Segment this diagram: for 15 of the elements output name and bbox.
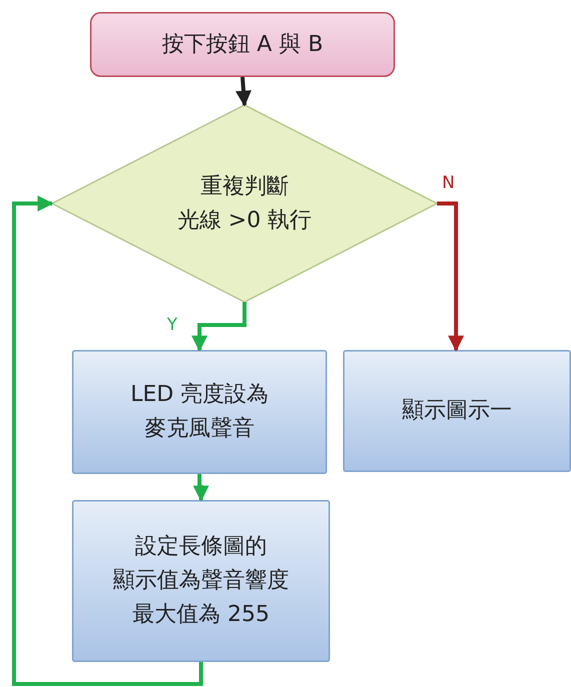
arrow	[236, 76, 252, 107]
arrow	[192, 302, 246, 352]
arrow	[12, 196, 203, 686]
node-text: LED 亮度設為麥克風聲音	[130, 381, 269, 443]
node-text: 按下按鈕 A 與 B	[162, 30, 324, 58]
node-text: 顯示圖示一	[402, 397, 512, 425]
arrow	[437, 202, 464, 352]
node-text: 重複判斷光線 >0 執行	[177, 172, 312, 234]
node-text: 設定長條圖的顯示值為聲音響度最大值為 255	[113, 533, 289, 629]
process-box	[72, 350, 327, 474]
start-box	[90, 12, 395, 77]
arrow	[193, 474, 209, 502]
process-box	[72, 500, 330, 662]
process-box	[343, 350, 571, 472]
decision-diamond	[50, 104, 439, 303]
